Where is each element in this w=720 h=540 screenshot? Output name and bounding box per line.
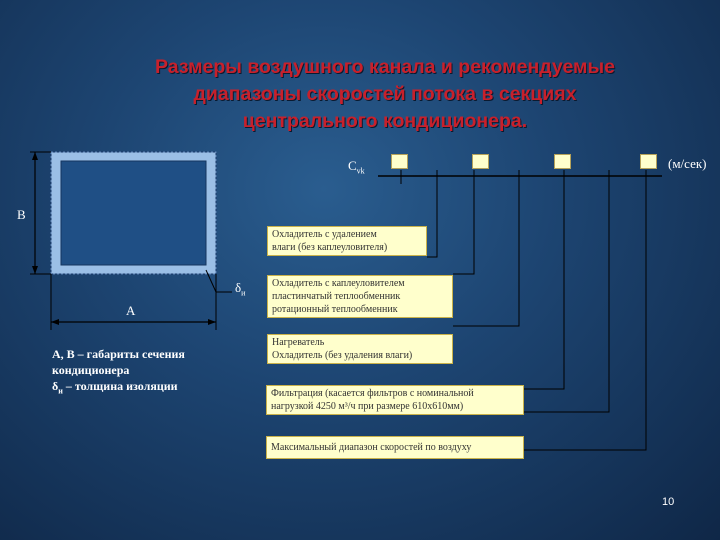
- dimension-a-label: A: [126, 303, 136, 318]
- duct-inner: [60, 160, 207, 266]
- velocity-marker-4: [640, 154, 657, 169]
- title-line-3: центрального кондиционера.: [242, 110, 528, 132]
- page-title: Размеры воздушного канала и рекомендуемы…: [80, 54, 690, 135]
- legend-line-3: δи – толщина изоляции: [52, 378, 185, 399]
- legend-line-1: A, B – габариты сечения: [52, 347, 185, 361]
- velocity-marker-3: [554, 154, 571, 169]
- units-label: (м/сек): [668, 156, 707, 171]
- insulation-symbol: δ: [235, 280, 242, 295]
- legend-symbol: δ: [52, 379, 59, 393]
- legend: A, B – габариты сечения кондиционера δи …: [52, 346, 185, 399]
- note-line: Охладитель с удалением: [272, 229, 377, 240]
- legend-line-2: кондиционера: [52, 363, 130, 377]
- note-filtration: Фильтрация (касается фильтров с номиналь…: [266, 385, 524, 415]
- insulation-label: δи: [235, 280, 245, 298]
- note-heater: Нагреватель Охладитель (без удаления вла…: [267, 334, 453, 364]
- insulation-subscript: и: [241, 288, 246, 298]
- note-cooler-moisture-removal: Охладитель с удалением влаги (без каплеу…: [267, 226, 427, 256]
- velocity-symbol: C: [348, 158, 357, 173]
- title-line-1: Размеры воздушного канала и рекомендуемы…: [155, 56, 615, 78]
- note-line: Охладитель с каплеуловителем: [272, 278, 405, 289]
- note-line: Охладитель (без удаления влаги): [272, 350, 413, 361]
- velocity-label: Cvk: [348, 158, 365, 176]
- note-line: ротационный теплообменник: [272, 304, 398, 315]
- velocity-marker-1: [391, 154, 408, 169]
- page-number: 10: [662, 496, 675, 508]
- velocity-marker-2: [472, 154, 489, 169]
- dimension-b-label: B: [17, 207, 26, 222]
- note-line: Нагреватель: [272, 337, 325, 348]
- note-line: влаги (без каплеуловителя): [272, 242, 388, 253]
- legend-subscript: и: [58, 386, 63, 396]
- note-line: Фильтрация (касается фильтров с номиналь…: [271, 388, 474, 399]
- note-line: Максимальный диапазон скоростей по возду…: [271, 442, 472, 453]
- velocity-subscript: vk: [356, 166, 365, 176]
- note-cooler-separator: Охладитель с каплеуловителем пластинчаты…: [267, 275, 453, 318]
- title-line-2: диапазоны скоростей потока в секциях: [193, 83, 577, 105]
- legend-text: – толщина изоляции: [62, 379, 178, 393]
- note-line: пластинчатый теплообменник: [272, 291, 401, 302]
- note-max-range: Максимальный диапазон скоростей по возду…: [266, 436, 524, 459]
- note-line: нагрузкой 4250 м³/ч при размере 610х610м…: [271, 401, 464, 412]
